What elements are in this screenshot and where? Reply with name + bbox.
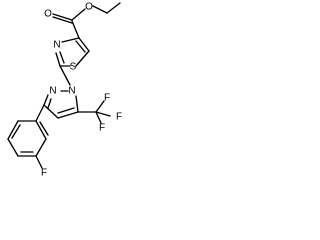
thiazole-c4-c5-bond-b — [75, 40, 86, 53]
aryl-fluorine-label: F — [41, 168, 47, 179]
pyrazole-c5-c4-bond-b — [57, 107, 75, 114]
pyrazole-c4-c3-bond — [43, 104, 59, 119]
carbonyl-double-bond-b — [52, 16, 73, 24]
aryl-bond-1-inner — [39, 121, 49, 136]
pyrazole-n2-label: N — [49, 86, 56, 97]
ester-oxygen-label: O — [85, 2, 93, 13]
pyrazole-c5-c4-bond-a — [57, 111, 79, 119]
carbonyl-double-bond-a — [52, 13, 73, 21]
thiazole-c4-c5-bond-a — [78, 37, 90, 52]
thiazole-sulfur-label: S — [70, 62, 77, 73]
pyrazole-c3-n2-bond-a — [43, 94, 49, 106]
thiazole-c2-n-bond-b — [59, 51, 65, 64]
thiazole-n-c4-bond — [61, 37, 80, 43]
aryl-bond-1 — [35, 120, 47, 140]
aryl-bond-4 — [7, 138, 19, 157]
aryl-fluorine-bond — [35, 155, 43, 169]
aryl-bond-5 — [7, 120, 19, 140]
aryl-bond-2 — [35, 138, 47, 157]
thiazole-c2-n-bond-a — [55, 52, 61, 67]
trifluoro-f2-label: F — [116, 112, 122, 123]
thiazole-pyrazole-bond — [59, 65, 71, 86]
thiazole-c5-s-bond — [75, 50, 90, 67]
thiazole-nitrogen-label: N — [53, 40, 60, 51]
ethyl-oxygen-bond — [92, 5, 108, 14]
cf3-f-top-bond — [95, 100, 105, 113]
aryl-bond-5-inner — [11, 124, 21, 139]
chemical-structure-diagram: O O S N N N F F F F — [7, 2, 122, 179]
ethyl-terminal-bond — [106, 2, 121, 14]
pyrazole-aryl-bond — [35, 104, 45, 122]
cf3-f-right-bond — [95, 111, 111, 117]
cf3-f-bottom-bond — [95, 111, 102, 124]
ester-oxygen-carbonyl-bond — [71, 8, 86, 21]
carbonyl-oxygen-label: O — [44, 9, 52, 20]
pyrazole-c3-n2-bond-b — [47, 98, 52, 109]
trifluoro-f3-label: F — [99, 123, 105, 134]
pyrazole-n1-c5-bond — [75, 95, 79, 113]
trifluoro-f1-label: F — [104, 93, 110, 104]
pyrazole-n1-label: N — [68, 86, 75, 97]
carbonyl-thiazole-bond — [71, 20, 80, 39]
